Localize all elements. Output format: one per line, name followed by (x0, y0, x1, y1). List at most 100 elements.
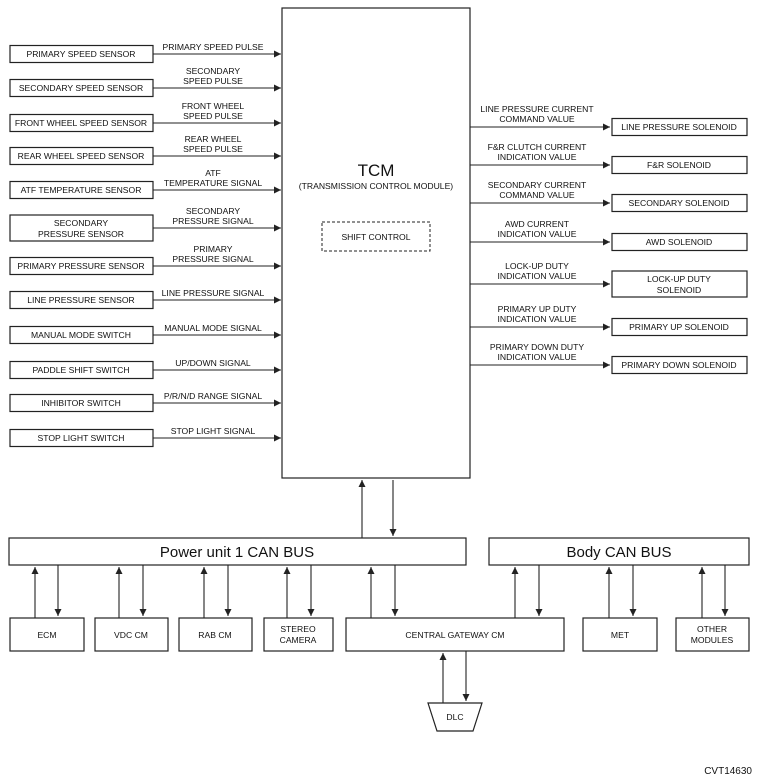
solenoid-box (611, 355, 748, 375)
sensor-label: MANUAL MODE SWITCH (31, 330, 131, 340)
input-signal-label: MANUAL MODE SIGNAL (164, 323, 262, 333)
input-row: MANUAL MODE SWITCH MANUAL MODE SIGNAL (9, 323, 281, 345)
sensor-label: SECONDARY SPEED SENSOR (19, 83, 143, 93)
sensor-label: STOP LIGHT SWITCH (38, 433, 125, 443)
input-signal-label: REAR WHEEL (185, 134, 242, 144)
stereo-camera-label-1: STEREO (280, 624, 316, 634)
sensor-label: PADDLE SHIFT SWITCH (32, 365, 129, 375)
figure-code: CVT14630 (704, 766, 752, 777)
sensor-label: REAR WHEEL SPEED SENSOR (18, 151, 145, 161)
solenoid-label: PRIMARY UP SOLENOID (629, 322, 729, 332)
tcm-title: TCM (358, 161, 395, 180)
tcm-subtitle: (TRANSMISSION CONTROL MODULE) (299, 181, 454, 191)
sensor-label: INHIBITOR SWITCH (41, 398, 121, 408)
input-signal-label: P/R/N/D RANGE SIGNAL (164, 391, 263, 401)
input-signal-label: PRIMARY SPEED PULSE (163, 42, 264, 52)
solenoid-label: LINE PRESSURE SOLENOID (621, 122, 737, 132)
solenoid-label: PRIMARY DOWN SOLENOID (621, 360, 736, 370)
met-label: MET (611, 630, 630, 640)
output-signal-label: LINE PRESSURE CURRENT (480, 104, 594, 114)
solenoid-label: AWD SOLENOID (646, 237, 713, 247)
input-signal-label: TEMPERATURE SIGNAL (164, 178, 262, 188)
tcm-block: TCM (TRANSMISSION CONTROL MODULE) SHIFT … (281, 7, 471, 479)
solenoid-label: LOCK-UP DUTY (647, 274, 711, 284)
input-signal-label: PRESSURE SIGNAL (172, 254, 253, 264)
output-signal-label: INDICATION VALUE (498, 352, 577, 362)
sensor-label: FRONT WHEEL SPEED SENSOR (15, 118, 147, 128)
input-signal-label: SECONDARY (186, 206, 241, 216)
output-signal-label: AWD CURRENT (505, 219, 570, 229)
input-signal-label: UP/DOWN SIGNAL (175, 358, 251, 368)
output-row: F&R SOLENOID F&R CLUTCH CURRENTINDICATION… (470, 142, 748, 175)
shift-control-label: SHIFT CONTROL (341, 232, 410, 242)
solenoid-box (611, 193, 748, 213)
rab-cm-label: RAB CM (198, 630, 231, 640)
body-can-bus: Body CAN BUS (488, 537, 750, 566)
output-signal-label: INDICATION VALUE (498, 152, 577, 162)
ecm-label: ECM (37, 630, 56, 640)
input-row: PRIMARY SPEED SENSOR PRIMARY SPEED PULSE (9, 42, 281, 64)
dlc-link (439, 651, 470, 703)
other-modules-label-2: MODULES (691, 635, 734, 645)
input-row: PADDLE SHIFT SWITCH UP/DOWN SIGNAL (9, 358, 281, 380)
sensor-label: LINE PRESSURE SENSOR (27, 295, 134, 305)
input-signal-label: SPEED PULSE (183, 111, 243, 121)
output-signal-label: LOCK-UP DUTY (505, 261, 569, 271)
input-signal-label: PRIMARY (194, 244, 233, 254)
input-row: INHIBITOR SWITCH P/R/N/D RANGE SIGNAL (9, 391, 281, 413)
output-signal-label: INDICATION VALUE (498, 229, 577, 239)
input-signal-label: LINE PRESSURE SIGNAL (162, 288, 265, 298)
solenoid-label: SOLENOID (657, 285, 701, 295)
sensor-box (9, 214, 154, 242)
solenoid-box (611, 117, 748, 137)
solenoid-box (611, 155, 748, 175)
other-modules: OTHER MODULES (675, 617, 750, 652)
input-signal-label: ATF (205, 168, 221, 178)
dlc-label: DLC (446, 712, 463, 722)
input-row: LINE PRESSURE SENSOR LINE PRESSURE SIGNAL (9, 288, 281, 310)
power-can-bus-label: Power unit 1 CAN BUS (160, 544, 314, 561)
input-signals: PRIMARY SPEED SENSOR PRIMARY SPEED PULSE S… (9, 42, 281, 448)
solenoid-box (611, 317, 748, 337)
output-signal-label: PRIMARY UP DUTY (498, 304, 577, 314)
solenoid-label: F&R SOLENOID (647, 160, 711, 170)
dlc-connector: DLC (427, 702, 483, 732)
central-gateway-label: CENTRAL GATEWAY CM (405, 630, 504, 640)
other-modules-label-1: OTHER (697, 624, 727, 634)
body-can-bus-label: Body CAN BUS (566, 544, 671, 561)
sensor-label: ATF TEMPERATURE SENSOR (21, 185, 142, 195)
stereo-camera-module: STEREO CAMERA (263, 617, 334, 652)
vdc-cm-module: VDC CM (94, 617, 169, 652)
met-module: MET (582, 617, 658, 652)
ecm-module: ECM (9, 617, 85, 652)
output-signal-label: F&R CLUTCH CURRENT (488, 142, 588, 152)
shift-control-box (321, 221, 431, 252)
solenoid-box (611, 232, 748, 252)
tcm-can-link (358, 480, 397, 538)
output-row: PRIMARY DOWN SOLENOID PRIMARY DOWN DUTYIN… (470, 342, 748, 375)
output-signal-label: COMMAND VALUE (499, 114, 575, 124)
sensor-label: PRESSURE SENSOR (38, 229, 124, 239)
bus-module-links (31, 565, 729, 618)
output-signal-label: INDICATION VALUE (498, 271, 577, 281)
output-signal-label: PRIMARY DOWN DUTY (490, 342, 584, 352)
output-row: LINE PRESSURE SOLENOID LINE PRESSURE CURR… (470, 104, 748, 137)
power-can-bus: Power unit 1 CAN BUS (8, 537, 467, 566)
input-signal-label: SPEED PULSE (183, 76, 243, 86)
sensor-label: SECONDARY (54, 218, 109, 228)
output-signals: LINE PRESSURE SOLENOID LINE PRESSURE CURR… (470, 104, 748, 375)
sensor-label: PRIMARY SPEED SENSOR (26, 49, 135, 59)
solenoid-label: SECONDARY SOLENOID (629, 198, 730, 208)
vdc-cm-label: VDC CM (114, 630, 148, 640)
input-signal-label: SPEED PULSE (183, 144, 243, 154)
